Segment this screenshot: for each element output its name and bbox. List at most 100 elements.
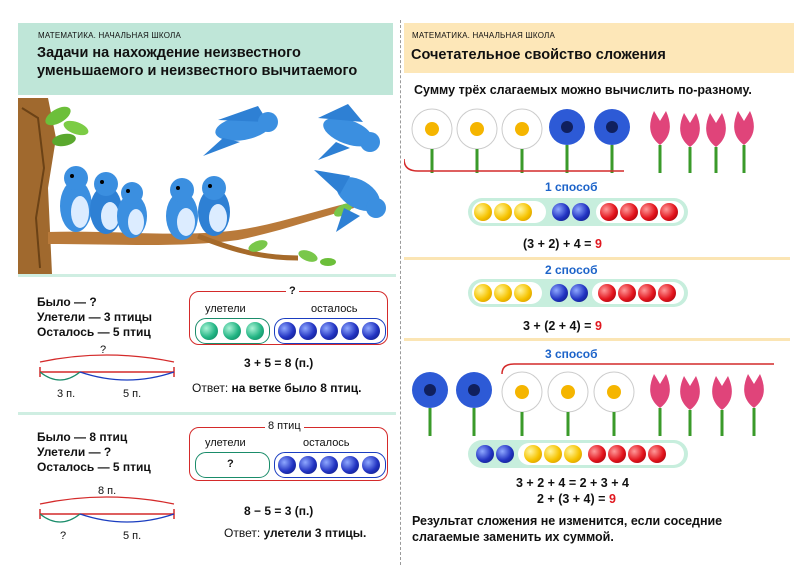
task2-diagram-seg1: ?	[60, 530, 67, 542]
tulip-icon	[706, 113, 726, 173]
way3-eq-result: 9	[608, 492, 616, 506]
task1-box-total: ?	[286, 285, 299, 297]
leaf-icon	[333, 203, 353, 217]
task1-left-group	[274, 318, 386, 344]
section-separator	[404, 257, 790, 260]
task2-line3: Осталось — 5 птиц	[37, 460, 151, 474]
task2-answer: Ответ: улетели 3 птицы.	[224, 526, 366, 540]
right-title: Сочетательное свойство сложения	[411, 47, 666, 63]
bird-icon	[198, 176, 230, 236]
task2-box-total: 8 птиц	[265, 420, 304, 432]
task2-answer-text: улетели 3 птицы.	[263, 526, 367, 540]
way1-eq-result: 9	[594, 237, 602, 251]
way2-label: 2 способ	[545, 263, 598, 277]
bird-icon	[90, 172, 122, 234]
cornflower-icon	[549, 109, 585, 173]
tulip-icon	[680, 376, 700, 436]
task1-line1: Было — ?	[37, 295, 97, 309]
section-separator	[18, 274, 396, 277]
task2-equation: 8 − 5 = 3 (п.)	[244, 504, 314, 518]
leaf-icon	[320, 258, 336, 266]
task1-segment-diagram	[39, 354, 175, 381]
leaf-icon	[45, 106, 71, 126]
bird-icon	[166, 178, 198, 240]
task1-left-label: осталось	[311, 303, 358, 315]
leaf-icon	[248, 240, 268, 252]
task1-diagram-seg2: 5 п.	[123, 388, 142, 400]
tulip-icon	[680, 113, 700, 173]
task2-unknown: ?	[227, 458, 234, 470]
way3-equation-b: 2 + (3 + 4) = 9	[537, 491, 616, 507]
task2-left-group	[274, 452, 386, 478]
way1-label: 1 способ	[545, 180, 598, 194]
task1-flew-label: улетели	[205, 303, 246, 315]
way3-label: 3 способ	[545, 347, 598, 361]
page-divider	[400, 20, 401, 565]
daisy-icon	[501, 108, 543, 173]
section-separator	[404, 338, 790, 341]
task1-answer-text: на ветке было 8 птиц.	[231, 381, 362, 395]
way1-eq-main: (3 + 2) + 4 =	[523, 237, 592, 251]
flowers-row-3	[412, 363, 774, 436]
right-header	[404, 23, 794, 73]
task2-diagram-seg2: 5 п.	[123, 530, 142, 542]
way3-bar	[468, 440, 688, 468]
task1-line2: Улетели — 3 птицы	[37, 310, 153, 324]
task1-diagram-seg1: 3 п.	[57, 388, 76, 400]
task2-line1: Было — 8 птиц	[37, 430, 128, 444]
tulip-icon	[650, 111, 670, 173]
right-intro: Сумму трёх слагаемых можно вычислить по-…	[414, 83, 752, 97]
daisy-icon	[593, 371, 635, 436]
tulip-icon	[744, 374, 764, 436]
conclusion-line2: слагаемые заменить их суммой.	[412, 530, 614, 544]
way2-bar	[468, 279, 688, 307]
section-separator	[18, 412, 396, 415]
task1-flew-group	[195, 318, 270, 344]
way3-equation-a: 3 + 2 + 4 = 2 + 3 + 4	[516, 476, 629, 490]
leaf-icon	[52, 133, 76, 147]
task1-answer-prefix: Ответ:	[192, 381, 229, 395]
task1-equation: 3 + 5 = 8 (п.)	[244, 356, 314, 370]
flying-bird-icon	[318, 104, 380, 160]
group-bracket	[404, 158, 624, 172]
way2-eq-main: 3 + (2 + 4) =	[523, 319, 592, 333]
task2-flew-group: ?	[195, 452, 270, 478]
way1-equation: (3 + 2) + 4 = 9	[523, 236, 602, 252]
task2-line2: Улетели — ?	[37, 445, 112, 459]
left-title-line2: уменьшаемого и неизвестного вычитаемого	[37, 63, 358, 79]
task1-answer: Ответ: на ветке было 8 птиц.	[192, 381, 361, 395]
way2-equation: 3 + (2 + 4) = 9	[523, 318, 602, 334]
conclusion-line1: Результат сложения не изменится, если со…	[412, 514, 723, 528]
tulip-icon	[712, 376, 732, 436]
left-series-label: МАТЕМАТИКА. НАЧАЛЬНАЯ ШКОЛА	[38, 31, 182, 40]
task2-flew-label: улетели	[205, 437, 246, 449]
bird-icon	[60, 166, 92, 232]
group-bracket	[501, 363, 774, 375]
bird-icon	[117, 182, 147, 238]
task1-line3: Осталось — 5 птиц	[37, 325, 151, 339]
daisy-icon	[411, 108, 453, 173]
way1-bar	[468, 198, 688, 226]
left-title-line1: Задачи на нахождение неизвестного	[37, 45, 301, 61]
birds-illustration	[18, 98, 386, 274]
task2-answer-prefix: Ответ:	[224, 526, 261, 540]
tulip-icon	[650, 374, 670, 436]
flowers-row-1	[404, 108, 754, 173]
daisy-icon	[456, 108, 498, 173]
task2-left-label: осталось	[303, 437, 350, 449]
tree-trunk	[18, 98, 56, 274]
cornflower-icon	[594, 109, 630, 173]
task2-segment-diagram	[39, 496, 175, 523]
task2-diagram-total: 8 п.	[98, 485, 117, 497]
leaf-icon	[298, 250, 318, 262]
task1-diagram-total: ?	[100, 344, 107, 356]
daisy-icon	[501, 371, 543, 436]
way3-eq-main: 2 + (3 + 4) =	[537, 492, 606, 506]
left-header	[18, 23, 393, 95]
flying-bird-icon	[203, 106, 278, 156]
leaf-icon	[63, 120, 89, 136]
daisy-icon	[547, 371, 589, 436]
tulip-icon	[734, 111, 754, 173]
flying-bird-icon	[314, 170, 386, 232]
cornflower-icon	[412, 372, 448, 436]
